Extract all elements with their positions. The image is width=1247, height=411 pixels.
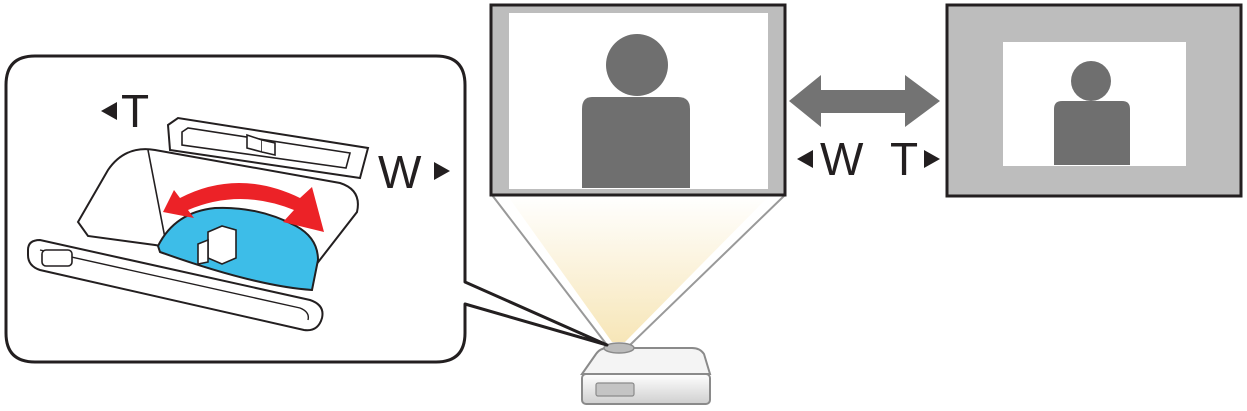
triangle-right-icon <box>434 162 450 180</box>
triangle-right-icon <box>924 150 940 168</box>
projector-icon <box>580 342 712 405</box>
callout-label-tele: T <box>121 85 149 137</box>
callout-label-wide: W <box>378 146 422 198</box>
triangle-left-icon <box>101 102 117 120</box>
zoom-direction-labels: W T <box>797 133 940 185</box>
person-silhouette-icon <box>582 34 690 188</box>
person-silhouette-icon <box>1054 61 1130 165</box>
double-arrow-icon <box>789 75 940 127</box>
label-tele: T <box>890 133 918 185</box>
label-wide: W <box>820 133 864 185</box>
triangle-left-icon <box>797 150 813 168</box>
screen-wide <box>489 3 787 197</box>
zoom-ring-front-rail <box>27 238 324 332</box>
rotate-arrow-icon <box>163 183 324 232</box>
screen-tele <box>945 3 1243 198</box>
light-beam <box>491 194 786 346</box>
zoom-ring-back-rail <box>166 116 370 180</box>
zoom-ring-callout: T W <box>4 54 609 364</box>
zoom-ring-dial-icon <box>156 206 320 292</box>
